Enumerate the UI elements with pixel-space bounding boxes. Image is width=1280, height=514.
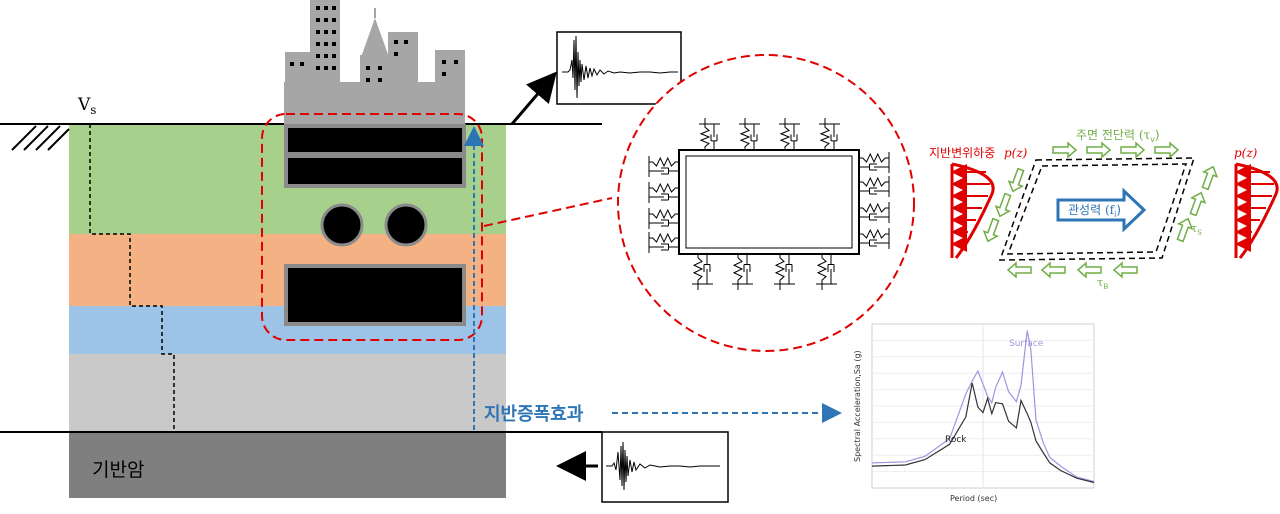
load-diagram-left	[950, 162, 995, 259]
shear-arrow	[982, 217, 1000, 243]
shear-arrow	[1176, 217, 1194, 243]
series-label-rock: Rock	[945, 435, 967, 445]
spring	[648, 208, 679, 229]
shear-arrow	[1007, 167, 1025, 193]
spring	[819, 118, 840, 150]
spring	[816, 254, 837, 290]
building-spire	[360, 18, 390, 60]
tau-b-label: τB	[1097, 276, 1108, 291]
p-z-left-label: p(z)	[1004, 146, 1028, 160]
spring-model-zoom	[617, 54, 915, 352]
shear-arrow	[1189, 191, 1207, 217]
shear-arrow	[1086, 141, 1112, 159]
ground-displacement-load-label: 지반변위하중	[929, 146, 995, 160]
bedrock-layer	[69, 432, 506, 498]
building-base	[284, 82, 465, 126]
underground-structure	[261, 113, 483, 341]
chart-xlabel: Period (sec)	[950, 494, 997, 503]
chart-ylabel: Spectral Acceleration,Sa (g)	[853, 350, 862, 462]
soil-layer-4	[69, 354, 506, 432]
soil-springs	[648, 118, 890, 290]
inertial-force-label: 관성력 (fi)	[1068, 203, 1121, 219]
spring	[648, 182, 679, 203]
free-body-diagram: 지반변위하중 p(z) p(z) 주면 전단력 (τv) 관성력 (fi) τS…	[929, 128, 1279, 291]
shear-arrow	[1120, 141, 1146, 159]
surface-record-arrow	[510, 71, 557, 125]
spring	[859, 176, 890, 197]
deformed-structure-outer	[998, 157, 1196, 261]
amplification-label: 지반증폭효과	[484, 404, 584, 425]
upper-box-2	[284, 154, 466, 188]
shear-arrow	[1154, 141, 1180, 159]
series-label-surface: Surface	[1009, 339, 1044, 349]
spring	[859, 228, 890, 249]
perimeter-shear-label: 주면 전단력 (τv)	[1076, 128, 1160, 144]
lower-box	[284, 264, 466, 326]
shear-arrow	[994, 192, 1012, 218]
chart-grid	[872, 324, 1094, 488]
response-spectrum-chart: Spectral Acceleration,Sa (g) Period (sec…	[853, 323, 1095, 503]
shear-arrow	[1040, 261, 1066, 279]
zoom-connector-line	[483, 197, 613, 227]
city-skyline	[284, 0, 465, 126]
spring	[859, 202, 890, 223]
spring	[732, 254, 753, 290]
surface-waveform-box	[556, 31, 682, 105]
spring	[699, 118, 720, 150]
spring	[692, 254, 713, 290]
ground-hatch	[11, 125, 70, 151]
bedrock-waveform	[606, 441, 720, 491]
spring	[648, 232, 679, 253]
structure-frame-outer	[678, 149, 860, 255]
series-line-surface	[871, 330, 1095, 482]
load-diagram-right	[1234, 162, 1279, 259]
tunnel-right	[384, 203, 428, 247]
tunnel-left	[320, 203, 364, 247]
spring	[774, 254, 795, 290]
spring	[648, 156, 679, 177]
chart-series	[871, 330, 1095, 484]
p-z-right-label: p(z)	[1234, 146, 1258, 160]
spring	[859, 152, 890, 173]
vs-label: Vs	[77, 95, 96, 117]
spring	[779, 118, 800, 150]
shear-arrow	[1201, 165, 1219, 191]
surface-waveform	[562, 35, 678, 99]
tau-s-label: τS	[1191, 222, 1202, 237]
shear-arrows	[982, 141, 1219, 279]
bedrock-label: 기반암	[92, 459, 144, 481]
building-windows	[290, 6, 458, 82]
inertial-force-arrow	[1056, 187, 1147, 233]
shear-arrow	[1112, 261, 1138, 279]
structure-frame-inner	[685, 155, 853, 249]
upper-box-1	[284, 124, 466, 156]
shear-arrow	[1076, 261, 1102, 279]
zoom-highlight-box	[261, 113, 483, 341]
bedrock-waveform-box	[601, 431, 729, 503]
shear-arrow	[1006, 261, 1032, 279]
shear-arrow	[1052, 141, 1078, 159]
series-line-rock	[871, 382, 1095, 484]
spring	[739, 118, 760, 150]
vs-profile-line	[89, 124, 175, 432]
zoom-circle	[617, 54, 915, 352]
